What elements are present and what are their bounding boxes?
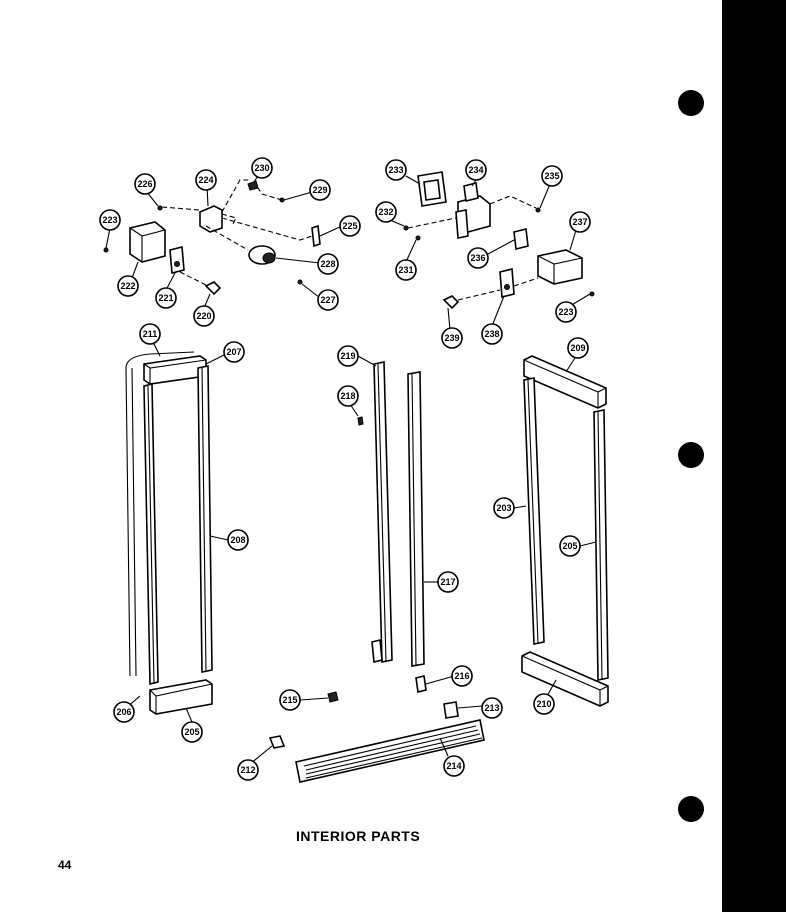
svg-text:229: 229 xyxy=(312,185,327,195)
svg-text:232: 232 xyxy=(378,207,393,217)
callout-bubbles: 226 224 230 229 223 222 221 220 225 228 … xyxy=(99,157,591,781)
callout: 230 xyxy=(251,157,273,179)
svg-text:214: 214 xyxy=(446,761,461,771)
svg-text:207: 207 xyxy=(226,347,241,357)
page-number: 44 xyxy=(58,858,72,872)
svg-text:203: 203 xyxy=(496,503,511,513)
callout: 210 xyxy=(533,693,555,715)
svg-text:231: 231 xyxy=(398,265,413,275)
svg-text:237: 237 xyxy=(572,217,587,227)
svg-text:209: 209 xyxy=(570,343,585,353)
svg-text:220: 220 xyxy=(196,311,211,321)
svg-text:212: 212 xyxy=(240,765,255,775)
callout: 236 xyxy=(467,247,489,269)
callout: 229 xyxy=(309,179,331,201)
callout: 214 xyxy=(443,755,465,777)
callout: 219 xyxy=(337,345,359,367)
callout: 203 xyxy=(493,497,515,519)
callout: 211 xyxy=(139,323,161,345)
svg-text:222: 222 xyxy=(120,281,135,291)
callout: 206 xyxy=(113,701,135,723)
callout: 221 xyxy=(155,287,177,309)
callout: 216 xyxy=(451,665,473,687)
right-door-frame xyxy=(513,349,609,707)
callout: 222 xyxy=(117,275,139,297)
scan-binding-strip xyxy=(722,0,786,912)
callout: 234 xyxy=(465,159,487,181)
svg-text:236: 236 xyxy=(470,253,485,263)
svg-text:205: 205 xyxy=(184,727,199,737)
callout: 205 xyxy=(181,721,203,743)
callout: 205 xyxy=(559,535,581,557)
callout: 231 xyxy=(395,259,417,281)
svg-text:221: 221 xyxy=(158,293,173,303)
callout: 235 xyxy=(541,165,563,187)
callout: 223 xyxy=(555,301,577,323)
callout: 223 xyxy=(99,209,121,231)
svg-text:235: 235 xyxy=(544,171,559,181)
callout: 220 xyxy=(193,305,215,327)
callout: 238 xyxy=(481,323,503,345)
svg-text:234: 234 xyxy=(468,165,483,175)
callout: 213 xyxy=(481,697,503,719)
diagram-title: INTERIOR PARTS xyxy=(296,828,421,844)
binder-hole xyxy=(678,442,704,468)
center-parts xyxy=(249,355,485,783)
callout: 217 xyxy=(437,571,459,593)
svg-text:216: 216 xyxy=(454,671,469,681)
binder-hole xyxy=(678,796,704,822)
callout: 232 xyxy=(375,201,397,223)
top-left-assembly xyxy=(103,172,343,309)
callout: 208 xyxy=(227,529,249,551)
svg-text:218: 218 xyxy=(340,391,355,401)
svg-text:205: 205 xyxy=(562,541,577,551)
svg-text:238: 238 xyxy=(484,329,499,339)
svg-text:217: 217 xyxy=(440,577,455,587)
svg-text:223: 223 xyxy=(102,215,117,225)
svg-text:213: 213 xyxy=(484,703,499,713)
callout: 226 xyxy=(134,173,156,195)
callout: 233 xyxy=(385,159,407,181)
callout: 239 xyxy=(441,327,463,349)
callout: 212 xyxy=(237,759,259,781)
svg-text:239: 239 xyxy=(444,333,459,343)
binder-hole xyxy=(678,90,704,116)
svg-text:211: 211 xyxy=(143,329,158,339)
callout: 215 xyxy=(279,689,301,711)
svg-text:215: 215 xyxy=(282,695,297,705)
left-door-frame xyxy=(125,339,229,723)
svg-text:223: 223 xyxy=(558,307,573,317)
svg-text:208: 208 xyxy=(230,535,245,545)
callout: 228 xyxy=(317,253,339,275)
callout: 218 xyxy=(337,385,359,407)
svg-text:224: 224 xyxy=(198,175,213,185)
callout: 207 xyxy=(223,341,245,363)
callout: 237 xyxy=(569,211,591,233)
svg-text:206: 206 xyxy=(116,707,131,717)
callout: 224 xyxy=(195,169,217,191)
svg-text:227: 227 xyxy=(320,295,335,305)
svg-text:219: 219 xyxy=(340,351,355,361)
callout: 227 xyxy=(317,289,339,311)
callout: 209 xyxy=(567,337,589,359)
svg-text:210: 210 xyxy=(536,699,551,709)
callout: 225 xyxy=(339,215,361,237)
svg-text:226: 226 xyxy=(137,179,152,189)
svg-text:225: 225 xyxy=(342,221,357,231)
svg-text:228: 228 xyxy=(320,259,335,269)
svg-text:233: 233 xyxy=(388,165,403,175)
top-right-assembly xyxy=(389,171,595,331)
svg-text:230: 230 xyxy=(254,163,269,173)
